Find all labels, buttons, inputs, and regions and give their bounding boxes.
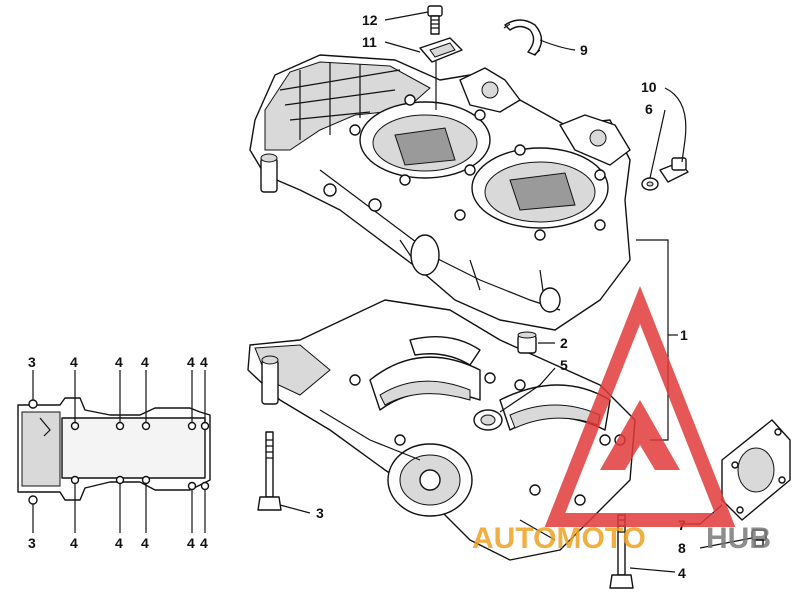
part-11-plate [419, 37, 463, 63]
part-6-bolt [659, 157, 689, 183]
callout-2: 2 [560, 335, 568, 351]
watermark-triangle-icon [544, 285, 736, 527]
inset-top-label-2: 4 [70, 354, 78, 370]
inset-bottom-label-5: 4 [187, 535, 195, 551]
inset-bottom-label-4: 4 [141, 535, 149, 551]
part-7-cover [721, 419, 791, 521]
leader-lines [279, 11, 753, 573]
upper-crankcase [249, 54, 631, 331]
lower-crankcase [247, 299, 636, 561]
callout-8: 8 [678, 540, 686, 556]
part-8-screw [751, 529, 767, 547]
watermark-text-gray: HUB [706, 522, 771, 555]
part-9-clamp [503, 19, 543, 56]
callout-1: 1 [680, 327, 688, 343]
watermark-text-orange: AUTOMOTO [472, 522, 646, 555]
inset-bolt-pattern: 3 4 4 4 4 4 3 4 4 4 4 4 [17, 354, 211, 551]
inset-bottom-label-6: 4 [200, 535, 208, 551]
callout-labels: 12 11 9 10 6 1 2 5 3 4 7 8 [316, 12, 688, 581]
lower-bolt-holes [349, 372, 626, 506]
inset-top-label-4: 4 [141, 354, 149, 370]
part-12-bolt [427, 5, 443, 35]
deck-bolt-holes [349, 94, 606, 241]
callout-3: 3 [316, 505, 324, 521]
inset-top-label-3: 4 [115, 354, 123, 370]
inset-top-label-1: 3 [28, 354, 36, 370]
part-3-bolt [257, 431, 282, 511]
callout-5: 5 [560, 357, 568, 373]
inset-bottom-label-1: 3 [28, 535, 36, 551]
callout-9: 9 [580, 42, 588, 58]
callout-6: 6 [645, 101, 653, 117]
inset-top-label-6: 4 [200, 354, 208, 370]
watermark-logo: AUTOMOTO HUB [472, 285, 771, 555]
watermark-inner-mark-icon [600, 400, 680, 470]
inset-top-label-5: 4 [187, 354, 195, 370]
callout-4: 4 [678, 565, 686, 581]
inset-bottom-labels: 3 4 4 4 4 4 [28, 535, 208, 551]
part-2-sleeve [517, 331, 537, 354]
inset-top-labels: 3 4 4 4 4 4 [28, 354, 208, 370]
callout-10: 10 [641, 79, 657, 95]
callout-12: 12 [362, 12, 378, 28]
part-10-washer [641, 177, 659, 191]
inset-bottom-label-2: 4 [70, 535, 78, 551]
callout-11: 11 [362, 34, 377, 50]
inset-bottom-label-3: 4 [115, 535, 123, 551]
